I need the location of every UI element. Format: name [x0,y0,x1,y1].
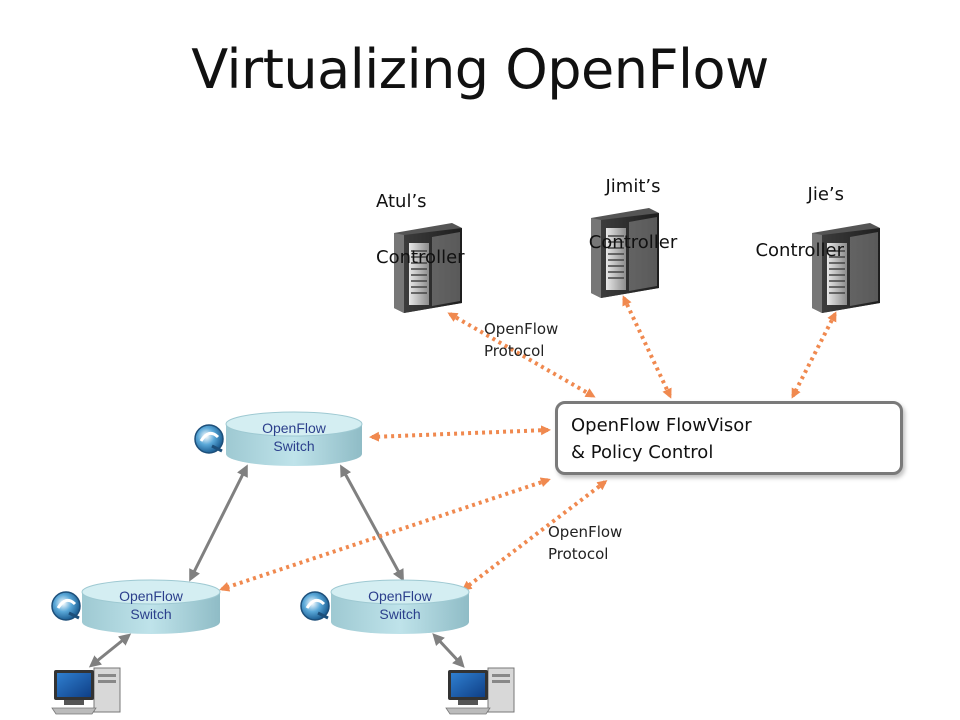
openflow-logo-icon [51,591,81,621]
switch-label-line: Switch [273,438,315,454]
link-jimit-to-flowvisor [622,295,672,399]
controller-suffix: Controller [588,232,678,253]
link-flowvisor-to-left-switch [219,477,551,592]
link-jie-to-flowvisor [791,311,837,399]
flowvisor-subtitle: & Policy Control [571,442,714,463]
link-right-switch-to-host [432,633,465,668]
protocol-label-line: OpenFlow [548,523,623,541]
link-top-switch-to-right-switch [340,464,404,582]
server-icon [591,208,659,298]
switch-label-top: OpenFlow Switch [219,419,369,455]
controller-label-jie: Jie’s Controller [752,153,844,293]
switch-cylinder-icon [330,579,470,634]
protocol-label-line: Protocol [548,545,609,563]
controller-name: Atul’s [376,191,427,212]
switch-cylinder-icon [225,411,363,466]
data-links [88,464,465,668]
controller-label-jimit: Jimit’s Controller [587,145,679,285]
computer-icon [445,667,515,715]
switch-label-line: OpenFlow [119,588,183,604]
switch-cylinder-icon [81,579,221,634]
slide-title: Virtualizing OpenFlow [191,38,769,101]
switch-label-line: Switch [130,606,172,622]
link-flowvisor-to-right-switch [461,480,608,591]
switch-label-left: OpenFlow Switch [76,587,226,623]
switch-label-right: OpenFlow Switch [325,587,475,623]
openflow-logo-icon [300,591,330,621]
server-icon [812,223,880,313]
controller-name: Jimit’s [605,176,661,197]
controller-suffix: Controller [376,247,465,268]
link-left-switch-to-host [88,633,132,668]
protocol-label-line: OpenFlow [484,320,559,338]
link-flowvisor-to-top-switch [369,425,551,442]
computer-icon [51,667,121,715]
controller-suffix: Controller [755,240,844,261]
switch-label-line: Switch [379,606,421,622]
server-icon [394,223,462,313]
protocol-label-lower: OpenFlow Protocol [548,521,622,565]
switch-label-line: OpenFlow [262,420,326,436]
switch-label-line: OpenFlow [368,588,432,604]
controller-name: Jie’s [807,184,844,205]
control-links [219,295,837,592]
link-top-switch-to-left-switch [189,464,248,582]
flowvisor-box[interactable]: OpenFlow FlowVisor & Policy Control [555,401,903,475]
controller-label-atul: Atul’s Controller [376,160,465,300]
protocol-label-line: Protocol [484,342,545,360]
protocol-label-upper: OpenFlow Protocol [484,318,558,362]
flowvisor-title: OpenFlow FlowVisor [571,415,752,436]
openflow-logo-icon [194,424,224,454]
